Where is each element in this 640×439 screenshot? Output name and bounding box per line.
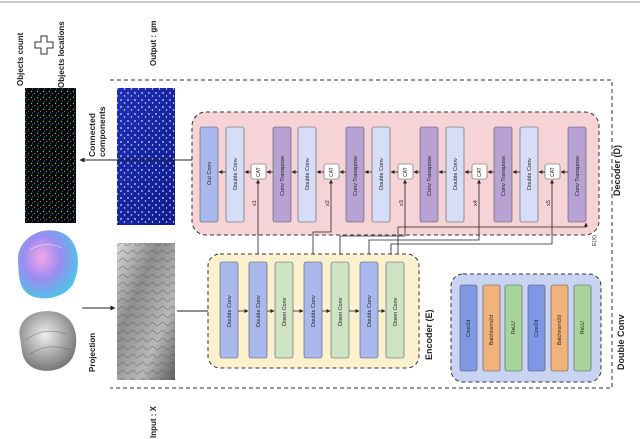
conv-transpose-2: Conv Transpose [345, 126, 365, 223]
plus-icon [34, 35, 54, 55]
svg-text:ReLU: ReLU [580, 321, 586, 334]
conv-transpose-4: Conv Transpose [493, 126, 513, 223]
conv-transpose-3: Conv Transpose [419, 126, 439, 223]
detail-relu-1: ReLU [504, 284, 523, 372]
svg-text:Double Conv: Double Conv [227, 295, 233, 327]
conv-transpose-1: Conv Transpose [272, 126, 292, 223]
cat-block-2: CAT [323, 163, 340, 180]
svg-text:Double Conv: Double Conv [527, 158, 533, 190]
grey-mesh-image [19, 311, 77, 371]
svg-text:Double Conv: Double Conv [233, 158, 239, 190]
cat-block-3: CAT [397, 163, 414, 180]
conv-transpose-5: Conv Transpose [567, 126, 587, 223]
svg-text:Conv Transpose: Conv Transpose [575, 156, 581, 196]
encoder-double-conv-1: Double Conv [219, 261, 239, 359]
detail-conv2d-1: Conv2d [459, 284, 478, 372]
output-image [117, 88, 175, 225]
input-projection-image [117, 243, 175, 380]
decoder-double-conv-3: Double Conv [371, 126, 391, 223]
svg-text:CAT: CAT [256, 167, 262, 177]
svg-text:Double Conv: Double Conv [305, 158, 311, 190]
connected-components-label-2: components [97, 106, 107, 157]
connected-components-label-1: Connected [87, 113, 97, 157]
objects-count-label: Objects count [16, 32, 25, 86]
skip-label-x3: x3 [399, 200, 405, 206]
cat-block-1: CAT [250, 163, 267, 180]
skip-label-x1: x1 [252, 200, 258, 206]
output-label: Output : gm [149, 21, 158, 66]
decoder-label: Decoder (D) [612, 145, 622, 196]
skip-label-x2: x2 [325, 200, 331, 206]
encoder-label: Encoder (E) [424, 309, 434, 360]
svg-text:Down Conv: Down Conv [338, 297, 344, 326]
svg-text:CAT: CAT [403, 167, 409, 177]
detail-relu-2: ReLU [573, 284, 592, 372]
decoder-blocks: Out Conv Double Conv CAT Conv Transpose … [199, 126, 587, 223]
svg-text:Out Conv: Out Conv [207, 162, 213, 185]
decoder-double-conv-4: Double Conv [445, 126, 465, 223]
svg-text:Double Conv: Double Conv [379, 158, 385, 190]
objects-locations-label: Objects locations [57, 21, 66, 88]
encoder-double-conv-2: Double Conv [248, 261, 268, 359]
down-conv-2: Down Conv [330, 261, 350, 359]
down-conv-1: Down Conv [274, 261, 294, 359]
svg-text:Conv2d: Conv2d [466, 320, 472, 337]
svg-text:CAT: CAT [329, 167, 335, 177]
svg-text:Batchnorm2d: Batchnorm2d [489, 315, 495, 345]
detail-batchnorm2d-1: Batchnorm2d [482, 284, 501, 372]
detail-conv2d-2: Conv2d [527, 284, 546, 372]
svg-text:Conv Transpose: Conv Transpose [501, 156, 507, 196]
svg-text:Batchnorm2d: Batchnorm2d [557, 315, 563, 345]
segmented-mesh-image [17, 230, 78, 299]
skip-label-x4: x4 [473, 200, 479, 206]
encoder-double-conv-3: Double Conv [303, 261, 323, 359]
svg-text:Double Conv: Double Conv [311, 295, 317, 327]
svg-text:CAT: CAT [477, 167, 483, 177]
ex-arrow [397, 222, 588, 260]
svg-text:Conv Transpose: Conv Transpose [353, 156, 359, 196]
input-label: Input : X [149, 405, 158, 438]
encoder-double-conv-4: Double Conv [359, 261, 379, 359]
decoder-double-conv-2: Double Conv [297, 126, 317, 223]
svg-text:Down Conv: Down Conv [393, 297, 399, 326]
svg-text:Conv Transpose: Conv Transpose [427, 156, 433, 196]
down-conv-3: Down Conv [385, 261, 405, 359]
double-conv-detail-blocks: Conv2d Batchnorm2d ReLU Conv2d Batchnorm… [459, 284, 592, 372]
svg-text:Double Conv: Double Conv [367, 295, 373, 327]
out-conv-block: Out Conv [199, 126, 219, 223]
svg-text:Conv Transpose: Conv Transpose [280, 156, 286, 196]
double-conv-detail-title: Double Conv [616, 315, 626, 371]
decoder-double-conv-1: Double Conv [225, 126, 245, 223]
outer-dashed-frame [110, 79, 613, 389]
encoder-blocks: Double Conv Double Conv Down Conv Double… [219, 261, 405, 359]
svg-text:CAT: CAT [550, 167, 556, 177]
ex-label: E(X) [592, 235, 598, 246]
svg-text:ReLU: ReLU [511, 321, 517, 334]
decoder-double-conv-5: Double Conv [519, 126, 539, 223]
cat-block-4: CAT [471, 163, 488, 180]
connected-components-image [25, 88, 76, 223]
skip-label-x5: x5 [546, 200, 552, 206]
svg-text:Double Conv: Double Conv [453, 158, 459, 190]
skip-connections [256, 179, 554, 260]
cat-block-5: CAT [544, 163, 561, 180]
svg-text:Conv2d: Conv2d [534, 320, 540, 337]
projection-label: Projection [88, 333, 97, 372]
detail-batchnorm2d-2: Batchnorm2d [550, 284, 569, 372]
svg-text:Double Conv: Double Conv [256, 295, 262, 327]
svg-text:Down Conv: Down Conv [282, 297, 288, 326]
